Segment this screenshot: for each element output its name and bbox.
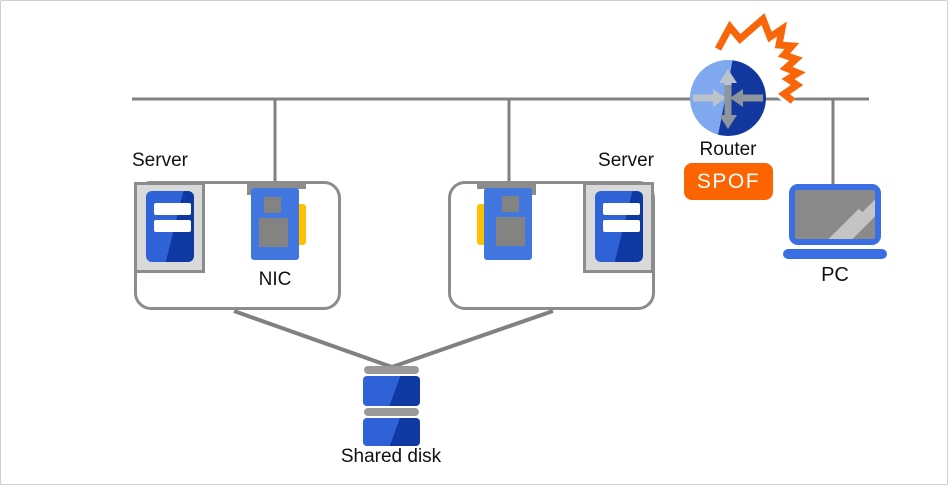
shared-disk-cap: [364, 408, 419, 416]
server-tower-left-icon: [134, 182, 205, 273]
nic-left-bracket-hook: [247, 184, 252, 195]
pc-label: PC: [821, 264, 849, 286]
server-drive-slot: [154, 220, 191, 232]
server-drive-slot: [154, 203, 191, 215]
shared-disk-platter: [363, 418, 420, 446]
shared-disk-cap: [364, 366, 419, 374]
server-tower-face: [595, 191, 643, 262]
nic-right-tab: [477, 204, 487, 245]
shared-disk-label: Shared disk: [340, 446, 442, 467]
server-right-label: Server: [598, 150, 654, 171]
server-left-label: Server: [132, 150, 188, 171]
connector-disk-right: [391, 309, 554, 369]
nic-right-bracket: [477, 184, 536, 189]
router-label: Router: [699, 139, 757, 160]
shared-disk-platter: [363, 376, 420, 406]
laptop-base: [783, 249, 887, 259]
nic-right-bracket-hook: [531, 184, 536, 195]
pc-icon: [789, 184, 881, 245]
router-arrows-icon: [693, 69, 763, 129]
spof-badge-label: SPOF: [696, 169, 761, 193]
router-icon: [690, 60, 766, 136]
server-drive-slot: [603, 220, 640, 232]
nic-chip-icon: [259, 218, 288, 247]
server-tower-face: [146, 191, 194, 262]
spof-badge: SPOF: [684, 163, 773, 200]
nic-left-tab: [296, 204, 306, 245]
nic-chip-icon: [496, 217, 525, 246]
nic-left-bracket: [247, 184, 306, 189]
laptop-screen: [795, 190, 875, 239]
connector-disk-left: [233, 309, 393, 369]
nic-chip-icon: [264, 197, 281, 213]
server-tower-right-icon: [583, 182, 654, 273]
nic-label: NIC: [258, 269, 292, 290]
server-drive-slot: [603, 203, 640, 215]
nic-chip-icon: [502, 196, 519, 212]
